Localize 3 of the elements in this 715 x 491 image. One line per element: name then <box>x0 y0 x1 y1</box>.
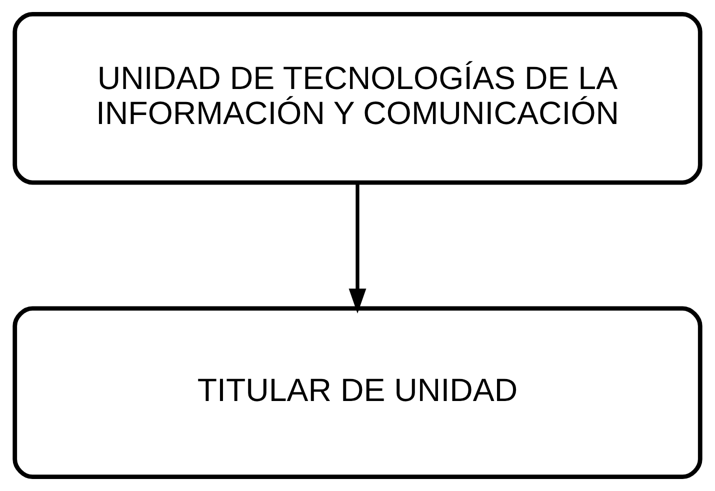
node-box: TITULAR DE UNIDAD <box>12 306 702 480</box>
node-box: UNIDAD DE TECNOLOGÍAS DE LA INFORMACIÓN Y COMUNICACIÓN <box>12 12 702 185</box>
arrow <box>348 182 366 314</box>
